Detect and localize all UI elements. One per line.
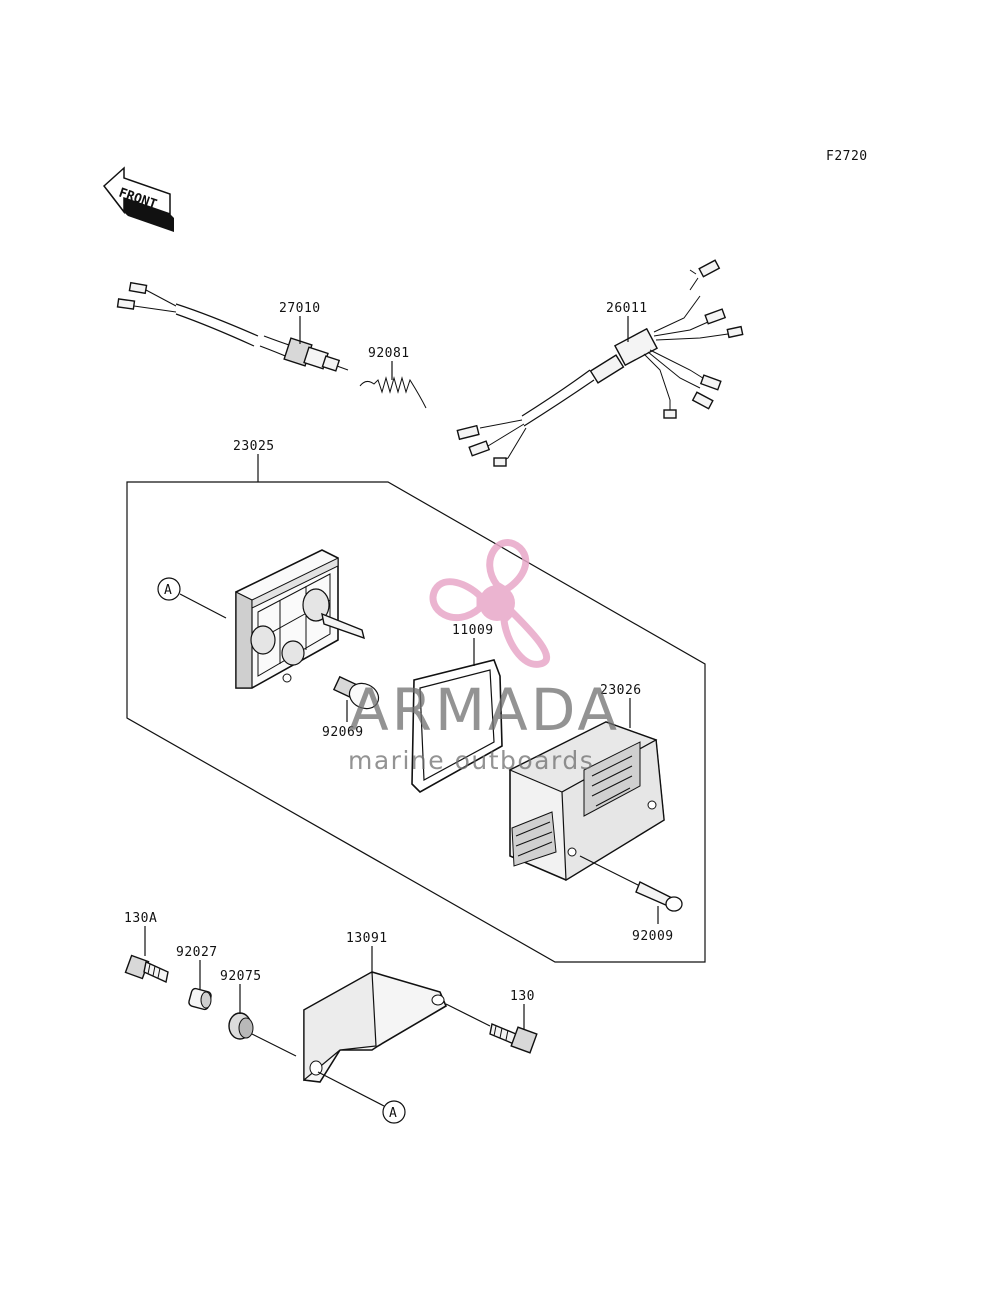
bolt-130a [124,954,169,984]
part-number-92069: 92069 [322,725,364,740]
spring-92081 [359,376,427,409]
switch-cable-27010 [116,281,349,372]
svg-text:A: A [389,1106,397,1121]
watermark-logo-icon [429,539,550,668]
part-number-23025: 23025 [233,439,275,454]
part-number-26011: 26011 [606,301,648,316]
watermark-tagline: marine outboards [348,746,594,775]
part-number-130: 130 [510,989,535,1004]
collar-92027 [188,987,212,1011]
lamp-base [235,549,365,689]
reference-mark-a-bottom: A [382,1100,406,1124]
bulb-92069 [332,675,380,710]
part-number-11009: 11009 [452,623,494,638]
wiring-harness-26011 [456,259,744,467]
bolt-130 [489,1023,538,1054]
part-number-13091: 13091 [346,931,388,946]
grommet-92075 [228,1012,254,1040]
lens-cover-23026 [508,721,665,882]
bracket-13091 [303,971,448,1083]
front-arrow-icon: FRONT [102,166,174,232]
part-number-92081: 92081 [368,346,410,361]
screw-92009 [579,855,683,912]
gasket-11009 [411,659,503,793]
part-number-27010: 27010 [279,301,321,316]
part-number-130A: 130A [124,911,157,926]
part-number-92027: 92027 [176,945,218,960]
part-number-92009: 92009 [632,929,674,944]
assembly-outline-23025 [126,481,706,963]
part-number-23026: 23026 [600,683,642,698]
part-number-92075: 92075 [220,969,262,984]
svg-text:A: A [164,583,172,598]
diagram-code: F2720 [826,149,868,164]
reference-mark-a-top: A [157,577,181,601]
watermark-brand: ARMADA [349,676,620,744]
